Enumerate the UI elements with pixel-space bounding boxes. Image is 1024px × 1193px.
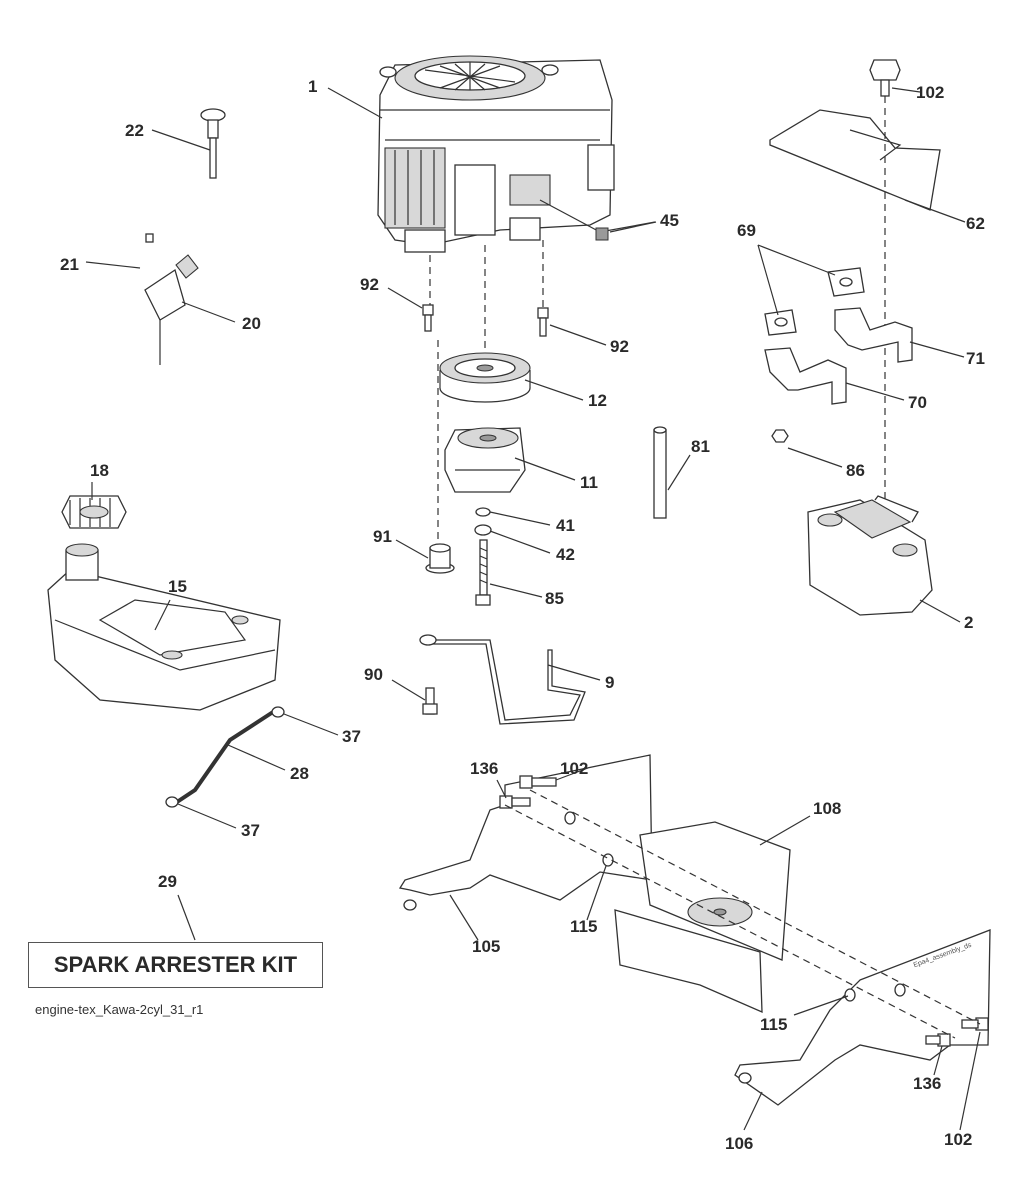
callout-12: 12 (588, 391, 607, 410)
knob-22-part (200, 108, 226, 179)
engine-part (377, 55, 615, 253)
callout-102-frame-right: 102 (944, 1130, 973, 1149)
callout-21: 21 (60, 255, 79, 274)
spacer-91-part (425, 543, 455, 574)
washer-42-part (474, 524, 492, 536)
washer-41-part (475, 507, 491, 517)
bolt-90-part (422, 687, 438, 715)
callout-86: 86 (846, 461, 865, 480)
exhaust-pipe-71-part (834, 307, 913, 363)
rod-9-part (424, 639, 586, 725)
callout-15: 15 (168, 577, 187, 596)
callout-105: 105 (472, 937, 501, 956)
callout-62: 62 (966, 214, 985, 233)
frame-plate-106-part (734, 929, 991, 1106)
bolt-85-part (475, 539, 491, 606)
spark-arrester-kit-label: SPARK ARRESTER KIT (28, 942, 323, 988)
callout-85: 85 (545, 589, 564, 608)
nut-86-part (771, 429, 789, 443)
callout-41: 41 (556, 516, 575, 535)
callout-11: 11 (580, 473, 598, 492)
drawing-code: engine-tex_Kawa-2cyl_31_r1 (35, 1002, 204, 1017)
pan-108-part (614, 821, 791, 1014)
callout-91: 91 (373, 527, 392, 546)
clutch-part (444, 427, 526, 493)
callout-115-right: 115 (760, 1015, 788, 1034)
bolt-136-frame-right-part (925, 1033, 951, 1047)
callout-108: 108 (813, 799, 842, 818)
bolt-136-frame-left-part (499, 795, 531, 809)
fuel-line-part (175, 710, 275, 804)
muffler-part (807, 495, 933, 616)
frame-plate-105-part (398, 754, 653, 911)
pulley-part (439, 352, 531, 403)
callout-18: 18 (90, 461, 109, 480)
gasket-69-upper-part (827, 267, 865, 297)
bolt-102-top-part (869, 59, 901, 97)
callout-29: 29 (158, 872, 177, 891)
callout-22: 22 (125, 121, 144, 140)
callout-136-left: 136 (470, 759, 499, 778)
callout-102-frame-left: 102 (560, 759, 589, 778)
callout-81: 81 (691, 437, 710, 456)
callout-115-left: 115 (570, 917, 598, 936)
bolt-92-right-part (537, 307, 549, 337)
exhaust-pipe-70-part (764, 347, 847, 405)
callout-92-right: 92 (610, 337, 629, 356)
callout-69: 69 (737, 221, 756, 240)
fuel-cap-part (61, 495, 127, 529)
fuel-tank-part (47, 543, 281, 711)
callout-2: 2 (964, 613, 974, 632)
washer-115-right-part (844, 988, 856, 1002)
callout-37-bottom: 37 (241, 821, 260, 840)
callout-20: 20 (242, 314, 261, 333)
callout-71: 71 (966, 349, 985, 368)
washer-115-left-part (602, 853, 614, 867)
callout-92-left: 92 (360, 275, 379, 294)
heat-shield-part (769, 109, 941, 211)
clamp-37-top-part (271, 706, 285, 718)
bolt-102-frame-right-part (961, 1017, 989, 1031)
callout-37-top: 37 (342, 727, 361, 746)
bolt-92-left-part (422, 304, 434, 332)
callout-106: 106 (725, 1134, 754, 1153)
callout-9: 9 (605, 673, 615, 692)
callout-45: 45 (660, 211, 679, 230)
callout-28: 28 (290, 764, 309, 783)
bolt-102-frame-left-part (519, 775, 557, 789)
gasket-69-lower-part (764, 309, 797, 336)
callout-102-top: 102 (916, 83, 945, 102)
callout-42: 42 (556, 545, 575, 564)
callout-136-right: 136 (913, 1074, 942, 1093)
rod-81-part (653, 426, 667, 519)
callout-70: 70 (908, 393, 927, 412)
bracket-20-part (144, 233, 199, 365)
callout-1: 1 (308, 77, 318, 96)
callout-90: 90 (364, 665, 383, 684)
spark-plug-cap-part (595, 227, 609, 241)
clamp-37-bottom-part (165, 796, 179, 808)
